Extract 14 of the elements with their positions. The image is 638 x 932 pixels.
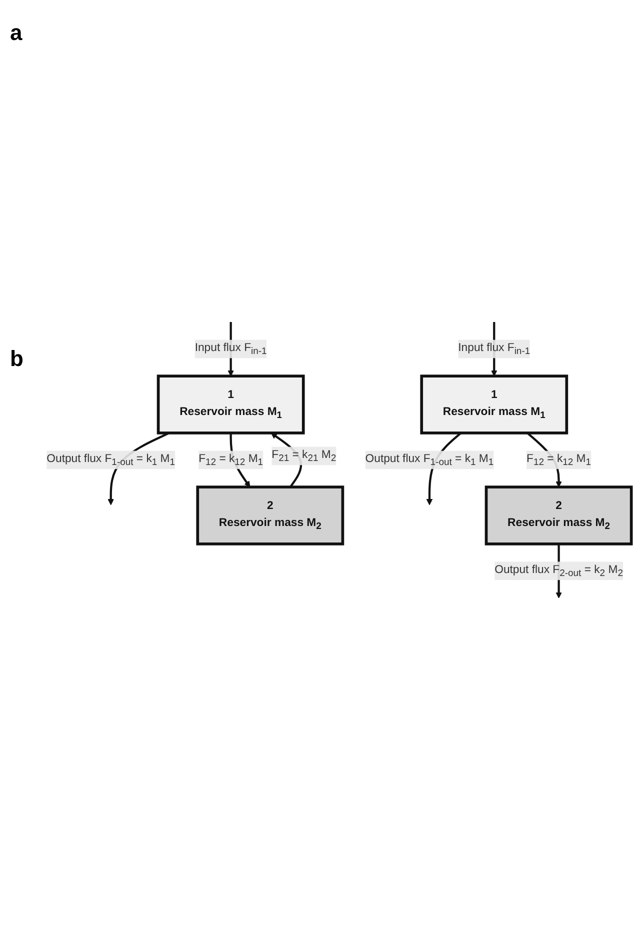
panel-label: a [10, 20, 24, 46]
node-box: 2 Reservoir mass M$_{2}$ [484, 486, 633, 546]
edge-label: Output flux F$_{2-out}$ = k$_{2}$ M$_{2}$ [494, 564, 623, 578]
edge-label: Input flux F$_{in-1}$ [458, 342, 530, 356]
edge-label: F$_{21}$ = k$_{21}$ M$_{2}$ [272, 448, 336, 464]
panel-label: b [10, 346, 24, 372]
node-box: 1 Reservoir mass M$_{1}$ [156, 374, 305, 434]
node-box: 1 Reservoir mass M$_{1}$ [420, 374, 568, 434]
edge-label: F$_{12}$ = k$_{12}$ M$_{1}$ [198, 452, 264, 468]
node-box: 2 Reservoir mass M$_{2}$ [196, 486, 344, 546]
edge-label: Input flux F$_{in-1}$ [194, 342, 267, 356]
edge-label: F$_{12}$ = k$_{12}$ M$_{1}$ [526, 452, 592, 468]
edge-label: Output flux F$_{1-out}$ = k$_{1}$ M$_{1}$ [46, 452, 176, 468]
edge-label: Output flux F$_{1-out}$ = k$_{1}$ M$_{1}$ [365, 452, 494, 468]
